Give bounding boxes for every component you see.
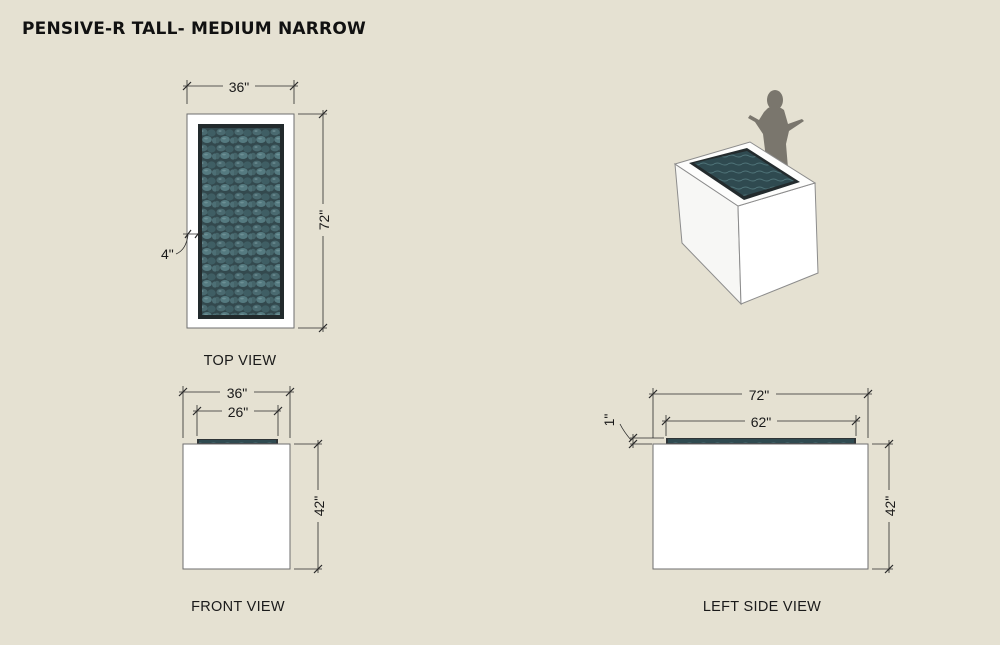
front-height-label: 42"	[311, 496, 327, 517]
top-length-label: 72"	[316, 210, 332, 231]
top-rim-label: 4"	[161, 246, 174, 262]
top-view: 36" 72" 4" TOP VIEW	[161, 78, 332, 369]
front-view-label: FRONT VIEW	[191, 599, 285, 615]
front-basin-width-label: 26"	[228, 404, 249, 420]
top-view-label: TOP VIEW	[204, 353, 277, 369]
top-length-dimension: 72"	[298, 109, 332, 333]
top-view-pebbles	[202, 128, 280, 315]
side-outer-length-dimension: 72"	[648, 386, 873, 438]
left-side-view: 72" 62" 1"	[601, 386, 898, 615]
side-view-label: LEFT SIDE VIEW	[703, 599, 821, 615]
side-basin-depth-dimension: 1"	[601, 414, 664, 449]
front-view-box	[182, 443, 291, 570]
top-rim-dimension: 4"	[161, 229, 204, 262]
front-basin-width-dimension: 26"	[192, 403, 283, 436]
page-title: PENSIVE-R TALL- MEDIUM NARROW	[22, 19, 366, 39]
side-basin-length-label: 62"	[751, 414, 772, 430]
side-basin-depth-label: 1"	[601, 414, 617, 427]
top-width-dimension: 36"	[182, 78, 299, 104]
side-outer-length-label: 72"	[749, 387, 770, 403]
top-width-label: 36"	[229, 79, 250, 95]
front-outer-width-label: 36"	[227, 385, 248, 401]
perspective-view	[673, 90, 819, 306]
side-view-box	[652, 443, 869, 570]
side-height-dimension: 42"	[872, 439, 898, 574]
basin-water-3d	[694, 151, 794, 196]
front-height-dimension: 42"	[294, 439, 327, 574]
side-height-label: 42"	[882, 496, 898, 517]
side-basin-length-dimension: 62"	[661, 413, 861, 436]
person-silhouette	[748, 90, 804, 172]
front-outer-width-dimension: 36"	[178, 384, 295, 438]
front-view: 36" 26" 42" FRONT VIEW	[178, 384, 327, 615]
